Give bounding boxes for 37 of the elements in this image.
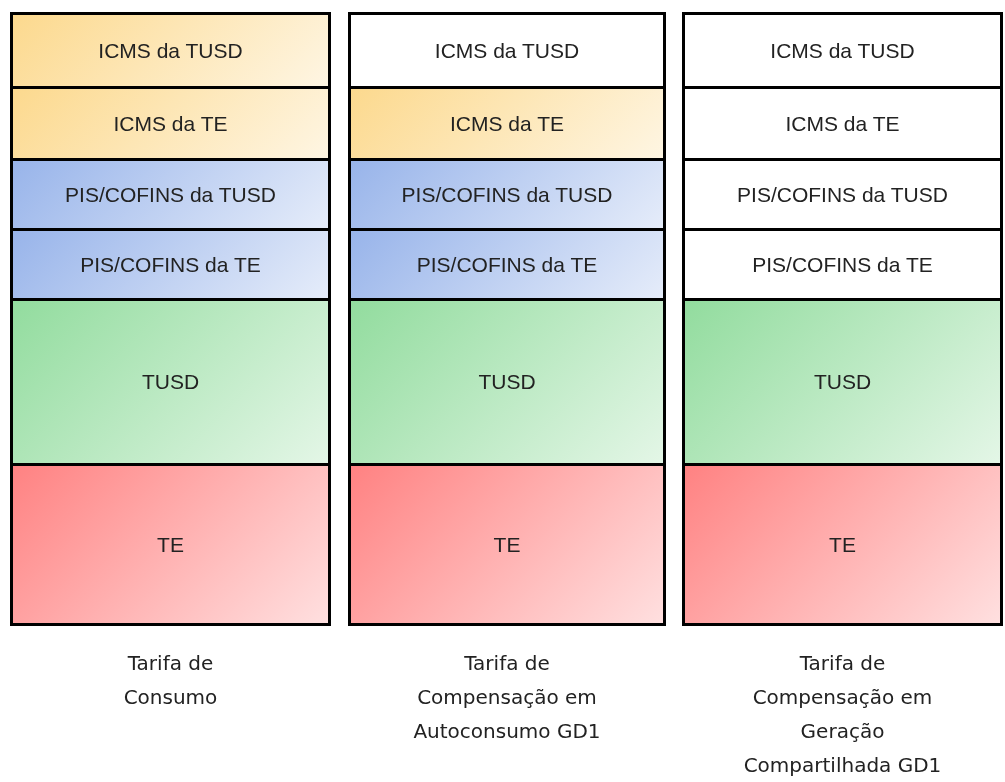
component-label: PIS/COFINS da TUSD xyxy=(65,181,276,208)
component-label: PIS/COFINS da TE xyxy=(80,251,261,278)
tariff-component-box xyxy=(13,463,328,623)
stack-caption: Tarifa de Compensação em Autoconsumo GD1 xyxy=(412,650,602,745)
tariff-component-box xyxy=(13,228,328,298)
tariff-component-box xyxy=(351,463,663,623)
component-label: ICMS da TUSD xyxy=(770,37,915,64)
component-label: TUSD xyxy=(478,369,536,396)
tariff-component-box xyxy=(13,298,328,463)
component-label: PIS/COFINS da TE xyxy=(416,251,598,278)
component-label: TUSD xyxy=(141,369,200,396)
component-label: PIS/COFINS da TUSD xyxy=(401,181,613,208)
component-label: TE xyxy=(157,531,184,558)
component-label: PIS/COFINS da TE xyxy=(752,251,933,278)
component-label: TUSD xyxy=(813,369,872,396)
tariff-component-box xyxy=(685,463,1000,623)
tariff-component-box xyxy=(685,298,1000,463)
component-label: ICMS da TE xyxy=(450,110,564,137)
component-label: ICMS da TUSD xyxy=(98,37,243,64)
component-label: ICMS da TUSD xyxy=(434,37,580,64)
component-label: ICMS da TE xyxy=(113,110,228,137)
component-label: TE xyxy=(493,531,521,558)
tariff-component-box xyxy=(351,298,663,463)
component-label: PIS/COFINS da TUSD xyxy=(737,181,948,208)
tariff-stack xyxy=(348,12,666,626)
tariff-component-box xyxy=(351,158,663,228)
component-label: TE xyxy=(829,531,856,558)
tariff-component-box xyxy=(13,86,328,158)
tariff-component-box xyxy=(13,15,328,86)
stack-caption: Tarifa de Compensação em Geração Compartilhada GD1 xyxy=(742,650,943,779)
tariff-stack xyxy=(10,12,331,626)
tariff-stack xyxy=(682,12,1003,626)
stack-caption: Tarifa de Consumo xyxy=(122,650,219,711)
tariff-component-box xyxy=(351,228,663,298)
component-label: ICMS da TE xyxy=(785,110,900,137)
tariff-component-box xyxy=(351,86,663,158)
tariff-component-box xyxy=(13,158,328,228)
